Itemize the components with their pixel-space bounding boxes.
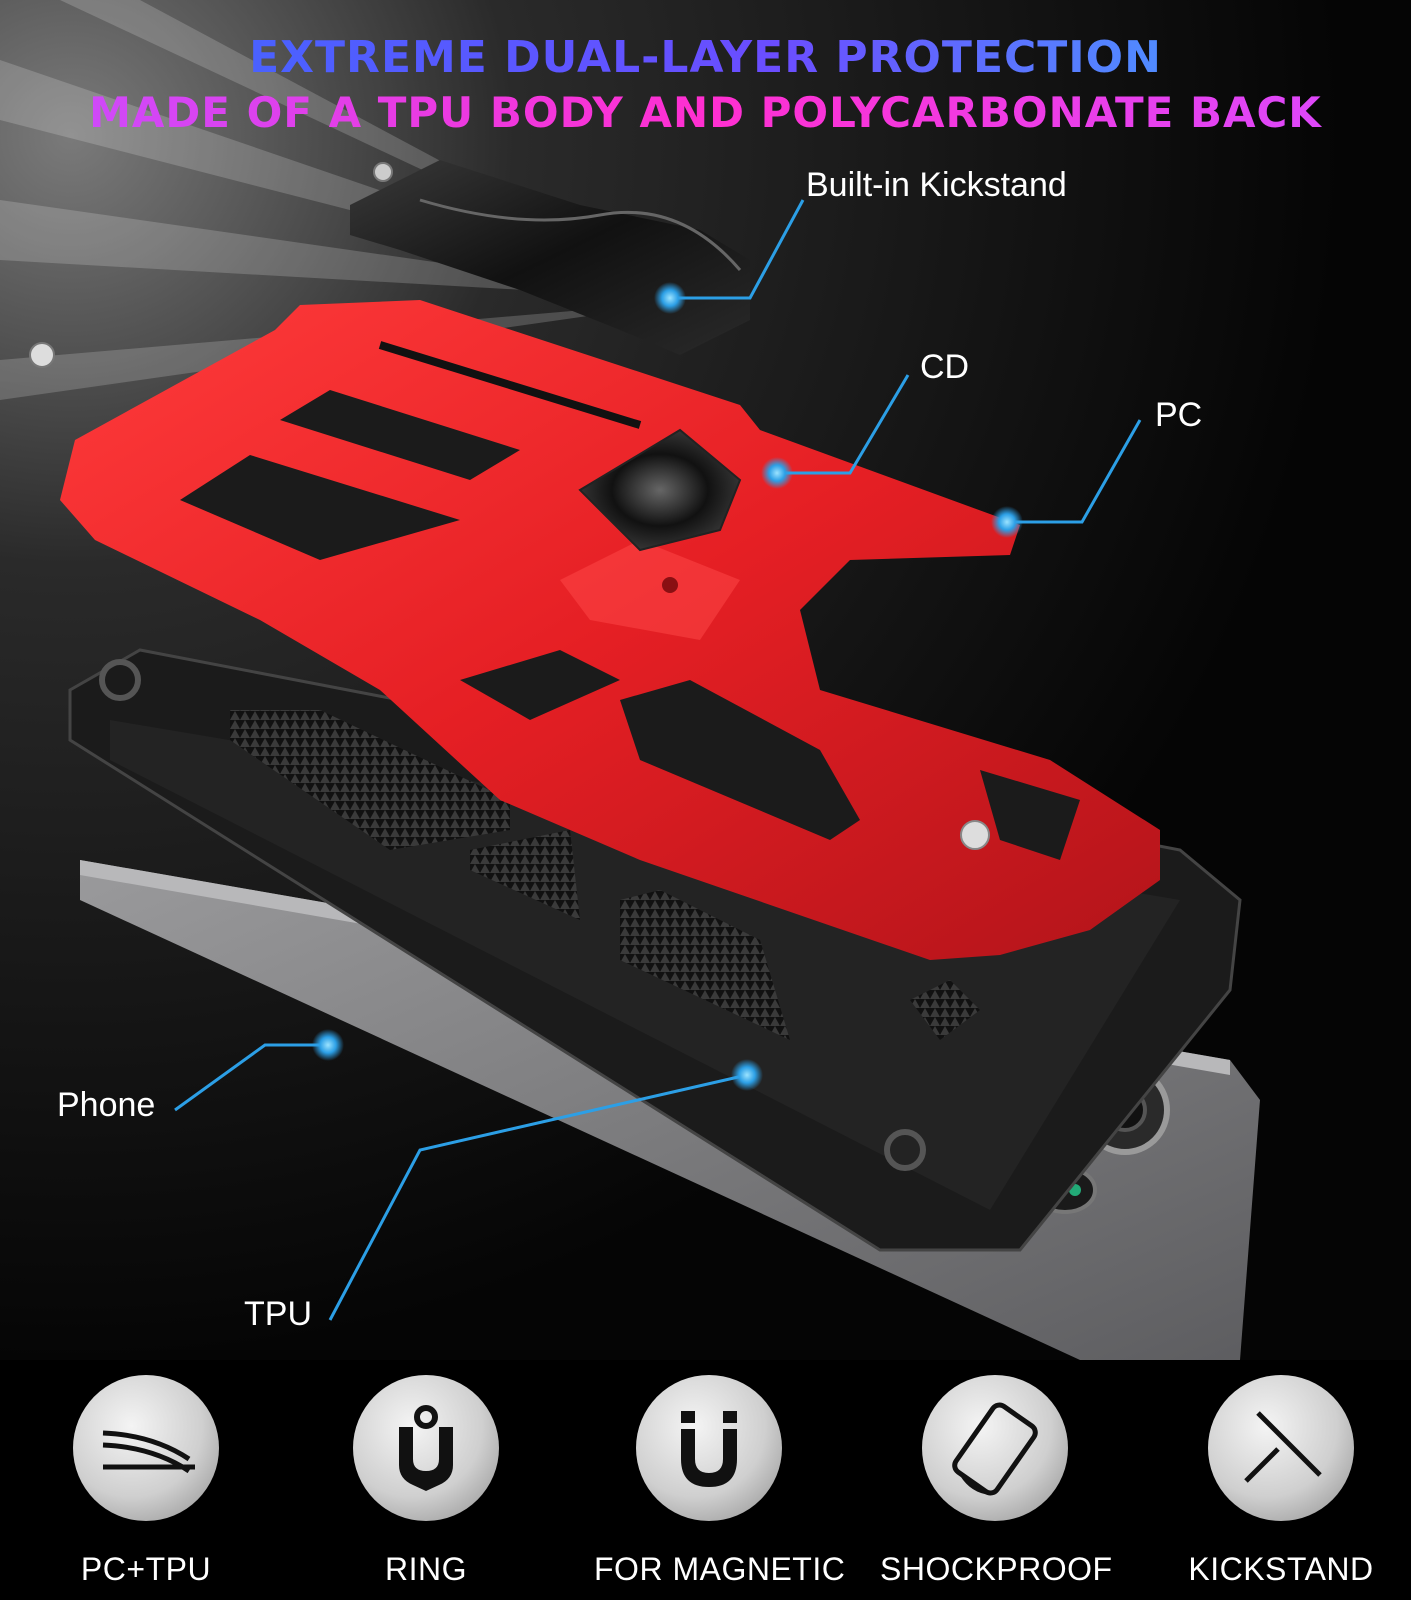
feature-label: RING [385, 1551, 467, 1587]
screws [29, 162, 990, 850]
ring-holder-icon [353, 1375, 499, 1521]
cd-plate [578, 428, 742, 552]
headline-primary: EXTREME DUAL-LAYER PROTECTION [0, 32, 1411, 83]
tpu-case [68, 560, 1242, 1252]
feature-magnetic: FOR MAGNETIC [594, 1375, 846, 1588]
callout-cd: CD [920, 348, 970, 386]
callout-phone: Phone [57, 1086, 156, 1124]
feature-label: SHOCKPROOF [880, 1551, 1113, 1587]
callout-pc: PC [1155, 396, 1203, 434]
pc-frame [60, 300, 1160, 960]
feature-shockproof: SHOCKPROOF [880, 1375, 1113, 1588]
feature-label: KICKSTAND [1188, 1551, 1374, 1587]
kickstand-icon [1208, 1375, 1354, 1521]
feature-pc-tpu: PC+TPU [31, 1375, 261, 1588]
feature-ring: RING [311, 1375, 541, 1588]
headline-secondary: MADE OF A TPU BODY AND POLYCARBONATE BAC… [0, 88, 1411, 137]
kickstand-part [350, 160, 750, 355]
callout-lines [174, 199, 1142, 1321]
callout-tpu: TPU [244, 1295, 312, 1333]
magnet-icon [636, 1375, 782, 1521]
feature-label: PC+TPU [80, 1551, 212, 1587]
feature-label: FOR MAGNETIC [594, 1551, 846, 1587]
curve-layers-icon [73, 1375, 219, 1521]
shockproof-phone-icon [922, 1375, 1068, 1521]
callout-dots [312, 282, 1023, 1091]
callout-kickstand: Built-in Kickstand [806, 166, 1067, 204]
feature-kickstand: KICKSTAND [1166, 1375, 1396, 1588]
